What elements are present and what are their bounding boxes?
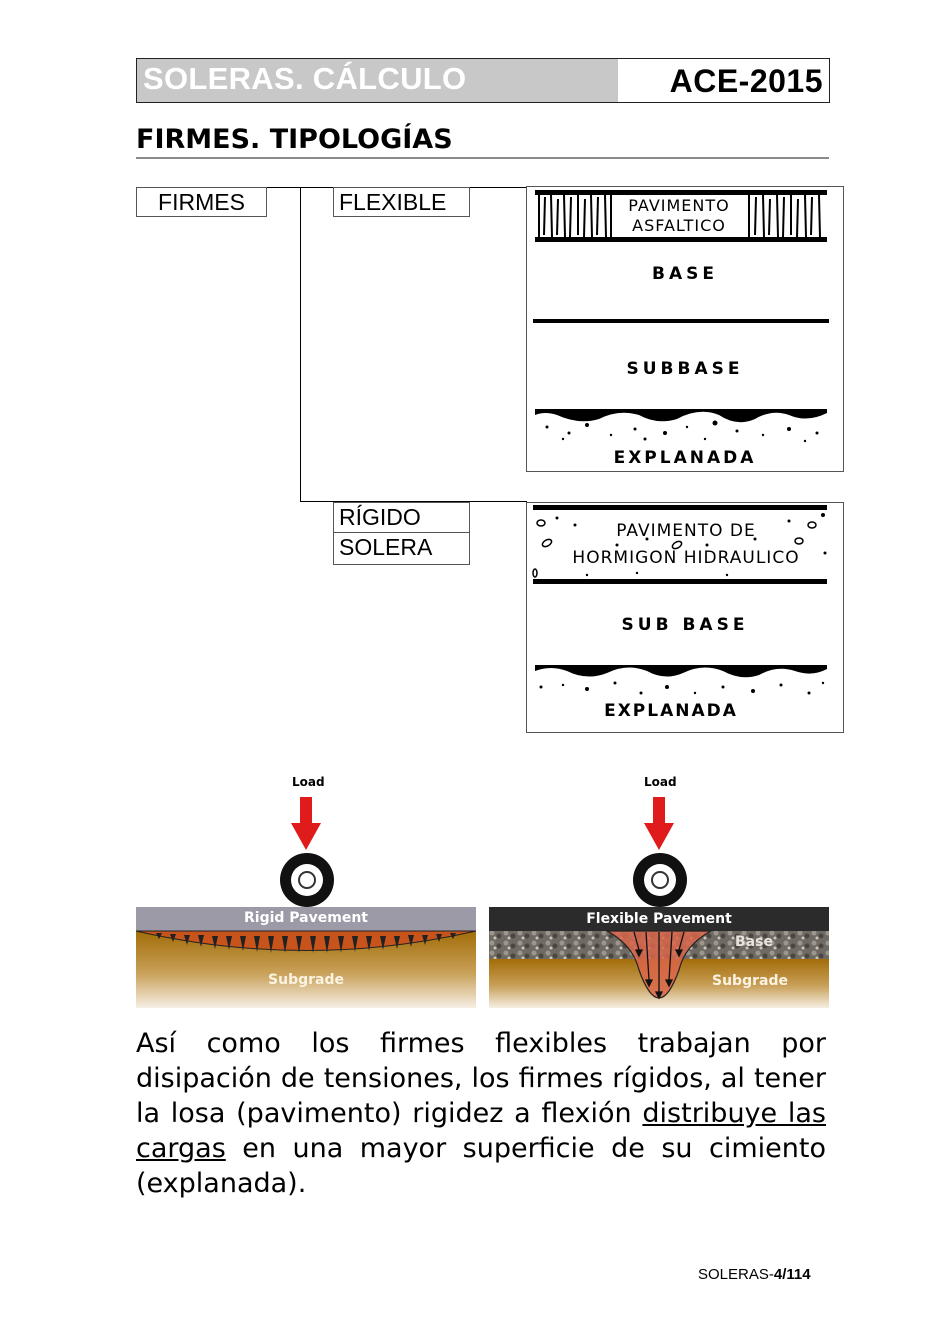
load-arrow-icon (291, 797, 321, 850)
connector-bottom (300, 501, 527, 502)
flexible-box: FLEXIBLE (333, 187, 470, 217)
explanada-layer-label: EXPLANADA (613, 448, 757, 468)
page-footer: SOLERAS-4/114 (698, 1266, 811, 1283)
firmes-box: FIRMES (136, 187, 267, 217)
section-title: FIRMES. TIPOLOGÍAS (136, 124, 453, 155)
concrete-label-line1: PAVIMENTO DE (616, 521, 756, 541)
body-paragraph: Así como los firmes flexibles trabajan p… (136, 1026, 826, 1201)
flexible-pavement-section: PAVIMENTO ASFALTICO BASE SUBBASE EXPLANA… (526, 186, 844, 472)
subgrade-label: Subgrade (712, 973, 788, 989)
asphalt-label-line2: ASFALTICO (632, 216, 726, 235)
wheel-icon (280, 853, 334, 907)
rigid-pavement-label: Rigid Pavement (244, 910, 368, 926)
solera-box: SOLERA (333, 532, 470, 565)
wheel-icon (633, 853, 687, 907)
flexible-layers-drawing (533, 190, 829, 443)
load-arrow-icon (644, 797, 674, 850)
concrete-layer-label: PAVIMENTO DE HORMIGON HIDRAULICO (527, 515, 843, 568)
rigid-layers-drawing (532, 505, 827, 695)
flexible-pavement-diagram: Load Flexible Pavement B (489, 770, 829, 1008)
paragraph-underlined-text: distribuye las cargas (136, 1098, 826, 1164)
paragraph-text-1: Así como los firmes flexibles trabajan p… (136, 1028, 826, 1129)
explanada-layer-label: EXPLANADA (604, 701, 738, 721)
header-code: ACE-2015 (669, 63, 823, 99)
header-title: SOLERAS. CÁLCULO (143, 61, 467, 96)
page-number: 4/114 (773, 1266, 811, 1283)
document-header: SOLERAS. CÁLCULO ACE-2015 (136, 58, 830, 103)
rigid-pavement-diagram: Load Rigid Pavement Subgrade (136, 770, 476, 1008)
flexible-diagram-graphic (489, 797, 829, 1008)
concrete-label-line2: HORMIGON HIDRAULICO (572, 548, 800, 568)
rigido-box: RÍGIDO (333, 502, 470, 533)
base-layer-label: BASE (652, 264, 718, 284)
flexible-pavement-label: Flexible Pavement (586, 911, 732, 927)
asphalt-layer-label: PAVIMENTO ASFALTICO (613, 196, 745, 236)
subbase-layer-label: SUB BASE (621, 615, 749, 635)
connector-vertical (300, 187, 301, 502)
section-divider (136, 157, 829, 159)
header-title-band: SOLERAS. CÁLCULO (137, 59, 618, 102)
rigid-diagram-graphic (136, 797, 476, 1008)
load-label: Load (644, 775, 677, 789)
rigid-pavement-section: PAVIMENTO DE HORMIGON HIDRAULICO SUB BAS… (526, 502, 844, 733)
paragraph-text-2: en una mayor superficie de su cimiento (… (136, 1133, 826, 1199)
asphalt-label-line1: PAVIMENTO (628, 196, 730, 215)
subbase-layer-label: SUBBASE (626, 359, 744, 379)
base-label: Base (735, 934, 773, 950)
load-label: Load (292, 775, 325, 789)
footer-prefix: SOLERAS- (698, 1266, 774, 1283)
subgrade-label: Subgrade (268, 972, 344, 988)
